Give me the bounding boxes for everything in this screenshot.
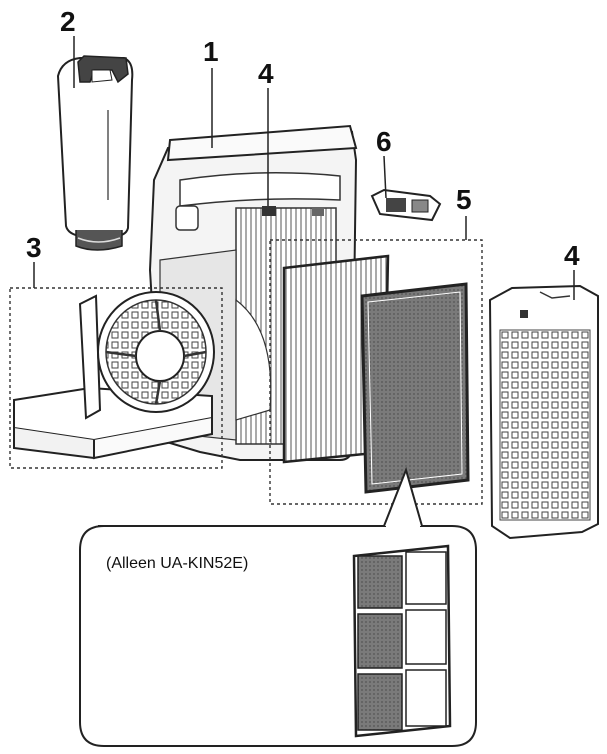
callout-1: 1 — [203, 36, 219, 67]
callout-4-right: 4 — [564, 240, 580, 271]
leader-lines — [33, 36, 575, 300]
humidifier-tray-group — [9, 287, 223, 469]
inset-caption: (Alleen UA-KIN52E) — [106, 555, 249, 572]
callout-4-left: 4 — [258, 58, 274, 89]
callout-3: 3 — [26, 232, 42, 263]
inset-filter — [352, 544, 452, 738]
callout-5: 5 — [456, 184, 472, 215]
callout-2: 2 — [60, 6, 76, 37]
front-panel — [488, 284, 599, 540]
callout-6: 6 — [376, 126, 392, 157]
filter-group — [269, 239, 483, 505]
water-tank — [56, 55, 134, 251]
small-component — [370, 188, 442, 222]
